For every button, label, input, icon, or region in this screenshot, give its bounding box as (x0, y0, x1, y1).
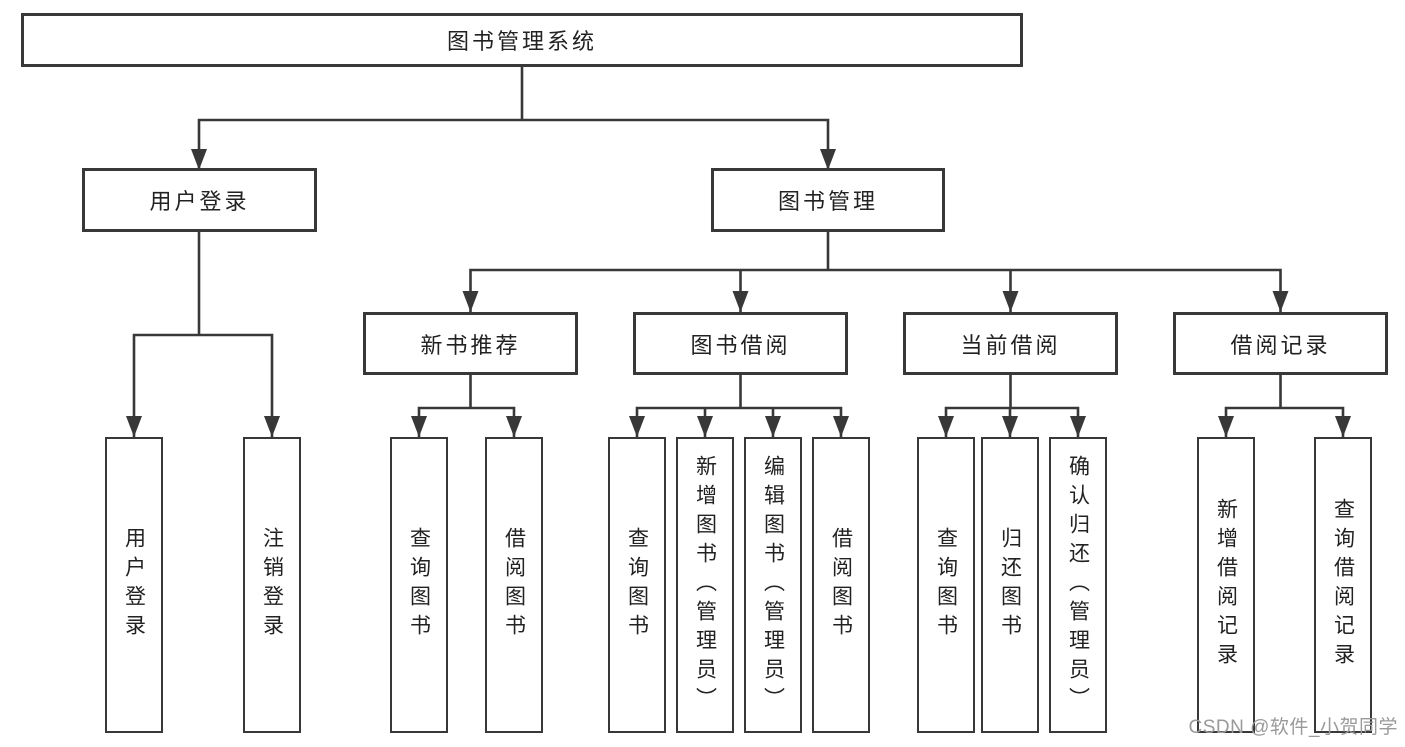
node-leaf-cb-return-books-label: 归还图书 (998, 527, 1022, 643)
node-leaf-br-add-record-label: 新增借阅记录 (1214, 498, 1238, 672)
node-leaf-cb-query-books-label: 查询图书 (934, 527, 958, 643)
node-leaf-bb-add-books-admin-label: 新增图书（管理员） (693, 454, 717, 716)
node-root: 图书管理系统 (21, 13, 1023, 67)
node-borrow-records-label: 借阅记录 (1230, 332, 1331, 358)
node-current-borrow: 当前借阅 (903, 312, 1118, 375)
node-leaf-bb-borrow-books: 借阅图书 (812, 437, 870, 733)
node-leaf-bb-borrow-books-label: 借阅图书 (829, 527, 853, 643)
node-leaf-nb-borrow-books-label: 借阅图书 (502, 527, 526, 643)
node-leaf-bb-edit-books-admin: 编辑图书（管理员） (744, 437, 802, 733)
node-book-borrow: 图书借阅 (633, 312, 848, 375)
node-book-management-label: 图书管理 (777, 189, 878, 214)
node-leaf-br-add-record: 新增借阅记录 (1197, 437, 1255, 733)
node-leaf-cb-query-books: 查询图书 (917, 437, 975, 733)
node-leaf-logout: 注销登录 (243, 437, 301, 733)
node-leaf-nb-query-books-label: 查询图书 (407, 527, 431, 643)
node-leaf-nb-query-books: 查询图书 (390, 437, 448, 733)
node-new-book-recommend-label: 新书推荐 (420, 332, 521, 358)
node-leaf-br-query-record-label: 查询借阅记录 (1331, 498, 1355, 672)
node-new-book-recommend: 新书推荐 (363, 312, 578, 375)
node-leaf-nb-borrow-books: 借阅图书 (485, 437, 543, 733)
node-root-label: 图书管理系统 (446, 29, 597, 54)
node-leaf-user-login: 用户登录 (105, 437, 163, 733)
node-user-login: 用户登录 (82, 168, 317, 232)
node-book-borrow-label: 图书借阅 (690, 332, 791, 358)
node-leaf-bb-query-books: 查询图书 (608, 437, 666, 733)
node-leaf-bb-edit-books-admin-label: 编辑图书（管理员） (761, 454, 785, 716)
node-current-borrow-label: 当前借阅 (960, 332, 1061, 358)
node-leaf-bb-add-books-admin: 新增图书（管理员） (676, 437, 734, 733)
watermark: CSDN @软件_小贺同学 (1188, 717, 1398, 738)
node-book-management: 图书管理 (711, 168, 945, 232)
node-leaf-user-login-label: 用户登录 (122, 527, 146, 643)
node-leaf-logout-label: 注销登录 (260, 527, 284, 643)
node-borrow-records: 借阅记录 (1173, 312, 1388, 375)
node-leaf-br-query-record: 查询借阅记录 (1314, 437, 1372, 733)
node-leaf-cb-return-books: 归还图书 (981, 437, 1039, 733)
arrowheads (126, 149, 1351, 437)
node-leaf-cb-confirm-return-admin-label: 确认归还（管理员） (1066, 454, 1090, 716)
node-leaf-bb-query-books-label: 查询图书 (625, 527, 649, 643)
node-user-login-label: 用户登录 (149, 189, 250, 214)
node-leaf-cb-confirm-return-admin: 确认归还（管理员） (1049, 437, 1107, 733)
